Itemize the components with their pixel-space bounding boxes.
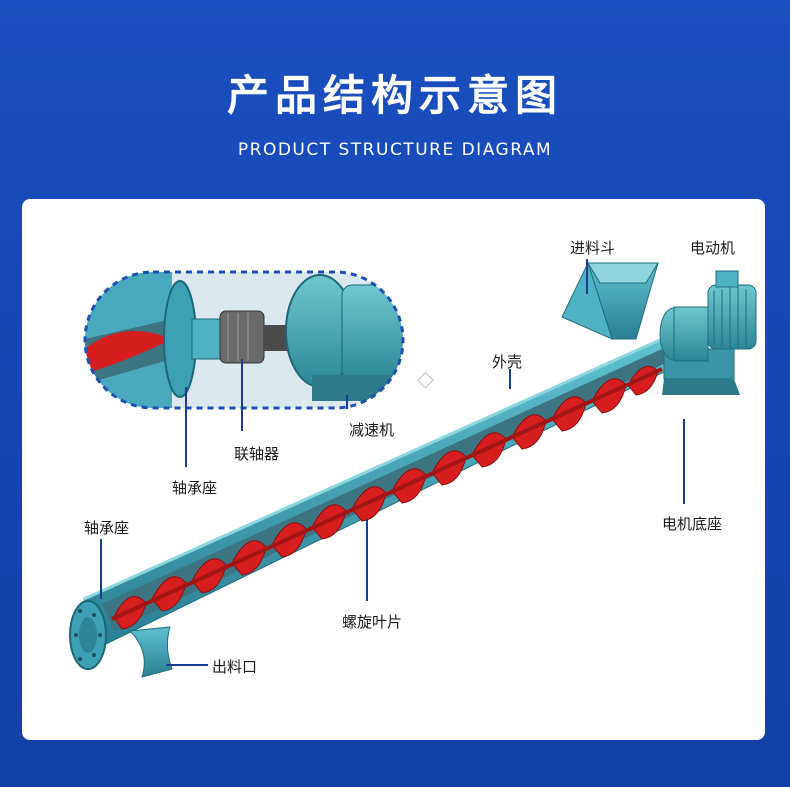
screw-shaft <box>111 367 663 621</box>
label-motor: 电动机 <box>690 239 736 257</box>
label-reducer: 减速机 <box>349 421 395 439</box>
label-blade: 螺旋叶片 <box>342 613 403 631</box>
conveyor-diagram <box>69 259 757 678</box>
motor-assembly <box>659 270 757 395</box>
label-motor-base: 电机底座 <box>662 515 723 533</box>
label-bearing-bottom: 轴承座 <box>84 519 130 537</box>
page-title: 产品结构示意图 <box>226 71 563 120</box>
label-bearing-top: 轴承座 <box>172 479 218 497</box>
label-hopper: 进料斗 <box>570 239 616 257</box>
reducer-body <box>673 306 709 362</box>
motor-body <box>707 284 757 350</box>
label-outlet: 出料口 <box>212 658 258 676</box>
watermark-text: ◇ <box>417 367 436 392</box>
diagram-card: ◇ 进料斗 电动机 外壳 减速机 联轴器 轴承座 电机底座 轴承座 螺旋叶片 出… <box>22 199 765 740</box>
leader-lines <box>100 259 685 666</box>
feed-hopper <box>561 261 659 340</box>
label-coupling: 联轴器 <box>234 445 280 463</box>
detail-inset <box>83 270 405 410</box>
label-casing: 外壳 <box>492 353 523 371</box>
bottom-bearing-flange <box>69 600 107 670</box>
page-subtitle: PRODUCT STRUCTURE DIAGRAM <box>237 140 553 160</box>
